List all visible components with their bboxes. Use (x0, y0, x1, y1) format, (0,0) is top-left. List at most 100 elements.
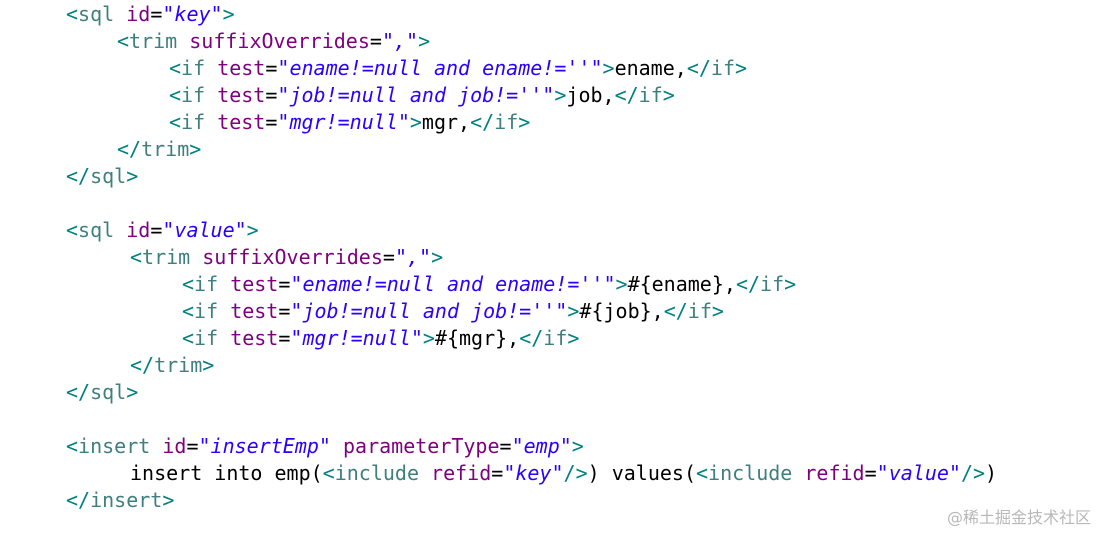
attribute-name: id (126, 2, 151, 26)
code-line: <if test="ename!=null and ename!=''">ena… (169, 55, 747, 82)
tag-name: if (638, 83, 663, 107)
tag-name: trim (154, 353, 203, 377)
attribute-name: refid (431, 461, 492, 485)
tag-bracket: > (567, 299, 580, 323)
tag-bracket: </ (117, 137, 142, 161)
tag-bracket: > (554, 83, 567, 107)
code-text (205, 56, 217, 80)
equals-sign: = (499, 434, 512, 458)
tag-name: insert (78, 434, 151, 458)
tag-name: if (543, 326, 568, 350)
tag-bracket: > (126, 380, 139, 404)
tag-bracket: > (222, 2, 235, 26)
tag-name: include (708, 461, 793, 485)
code-line: <trim suffixOverrides=","> (130, 244, 443, 271)
tag-bracket: < (117, 29, 130, 53)
attribute-name: test (230, 272, 279, 296)
tag-name: trim (142, 245, 191, 269)
tag-name: if (194, 299, 219, 323)
tag-bracket: > (662, 83, 675, 107)
tag-bracket: < (322, 461, 335, 485)
equals-sign: = (491, 461, 504, 485)
attribute-name: parameterType (342, 434, 500, 458)
code-text: mgr, (421, 110, 471, 134)
equals-sign: = (265, 110, 278, 134)
tag-bracket: < (66, 434, 79, 458)
tag-name: trim (141, 137, 190, 161)
tag-bracket: < (66, 218, 79, 242)
tag-bracket: < (182, 299, 195, 323)
watermark: @稀土掘金技术社区 (946, 508, 1091, 527)
tag-name: sql (90, 164, 127, 188)
attribute-value: "," (394, 245, 432, 269)
attribute-value: "key" (162, 2, 223, 26)
code-text: insert into emp( (130, 461, 323, 485)
tag-bracket: </ (470, 110, 495, 134)
tag-bracket: < (696, 461, 709, 485)
tag-bracket: </ (735, 272, 761, 296)
tag-bracket: < (169, 56, 182, 80)
code-text (190, 245, 202, 269)
tag-name: if (181, 110, 206, 134)
tag-bracket: > (431, 245, 444, 269)
tag-bracket: > (571, 434, 584, 458)
code-line: <sql id="value"> (66, 217, 259, 244)
tag-bracket: /> (960, 461, 986, 485)
tag-bracket: > (202, 353, 215, 377)
attribute-value: "key" (503, 461, 564, 485)
code-line: </sql> (66, 163, 138, 190)
attribute-value: "," (381, 29, 419, 53)
tag-bracket: > (246, 218, 259, 242)
code-text (331, 434, 343, 458)
code-line: <insert id="insertEmp" parameterType="em… (66, 433, 584, 460)
tag-name: sql (90, 380, 127, 404)
equals-sign: = (265, 56, 278, 80)
code-text (218, 272, 230, 296)
attribute-name: test (217, 56, 266, 80)
code-text (218, 299, 230, 323)
attribute-value: "job!=null and job!=''" (290, 299, 568, 323)
equals-sign: = (265, 83, 278, 107)
tag-bracket: > (735, 56, 748, 80)
tag-bracket: > (162, 488, 175, 512)
code-line: </trim> (130, 352, 214, 379)
tag-bracket: < (182, 272, 195, 296)
code-line: </insert> (66, 487, 174, 514)
attribute-name: test (230, 326, 279, 350)
tag-name: trim (129, 29, 178, 53)
tag-name: insert (90, 488, 163, 512)
tag-name: sql (78, 2, 115, 26)
tag-name: if (494, 110, 519, 134)
attribute-value: "insertEmp" (198, 434, 331, 458)
code-line: </trim> (117, 136, 201, 163)
equals-sign: = (278, 272, 291, 296)
tag-bracket: > (602, 56, 615, 80)
equals-sign: = (278, 299, 291, 323)
tag-bracket: > (126, 164, 139, 188)
code-text: ) (985, 461, 998, 485)
attribute-value: "mgr!=null" (290, 326, 423, 350)
code-text (150, 434, 162, 458)
code-text: #{mgr}, (434, 326, 520, 350)
tag-bracket: > (518, 110, 531, 134)
code-line: <if test="job!=null and job!=''">#{job},… (182, 298, 724, 325)
tag-bracket: </ (66, 164, 91, 188)
tag-bracket: > (422, 326, 435, 350)
code-text (218, 326, 230, 350)
tag-bracket: /> (563, 461, 588, 485)
tag-bracket: > (784, 272, 797, 296)
equals-sign: = (864, 461, 877, 485)
code-line: <if test="ename!=null and ename!=''">#{e… (182, 271, 796, 298)
code-text: ename, (614, 56, 687, 80)
attribute-value: "emp" (511, 434, 572, 458)
attribute-value: "mgr!=null" (277, 110, 410, 134)
attribute-name: test (217, 110, 266, 134)
code-text: #{ename}, (627, 272, 736, 296)
code-text: job, (566, 83, 615, 107)
tag-name: if (181, 56, 206, 80)
code-text: #{job}, (579, 299, 664, 323)
tag-bracket: > (615, 272, 628, 296)
tag-bracket: </ (130, 353, 155, 377)
code-line: insert into emp(<include refid="key"/>) … (130, 460, 997, 487)
